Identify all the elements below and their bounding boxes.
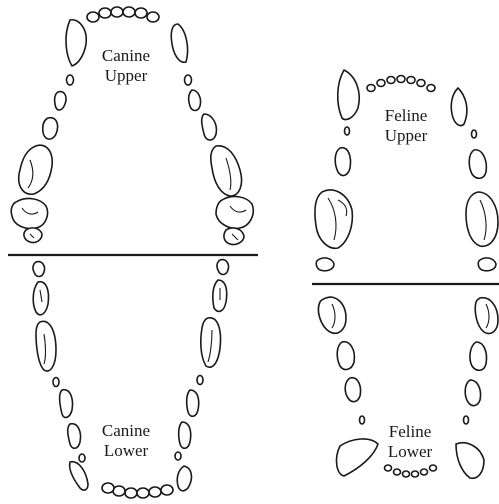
feline-upper-incisor bbox=[387, 77, 395, 84]
feline-lower-incisor bbox=[412, 471, 419, 477]
canine-lower-molar bbox=[217, 260, 229, 275]
canine-upper-premolar bbox=[189, 90, 201, 111]
feline-upper-arch bbox=[315, 70, 498, 271]
feline-upper-incisor bbox=[377, 80, 385, 87]
canine-upper-incisor bbox=[147, 12, 159, 22]
feline-upper-incisor bbox=[397, 76, 405, 83]
canine-upper-premolar bbox=[202, 114, 217, 140]
feline-lower-premolar bbox=[345, 378, 360, 402]
feline-upper-canine bbox=[451, 88, 467, 126]
label-species: Canine bbox=[94, 421, 158, 441]
canine-lower-premolar bbox=[79, 454, 85, 462]
label-canine-upper: Canine Upper bbox=[94, 46, 158, 86]
canine-lower-premolar bbox=[175, 452, 181, 460]
feline-lower-incisor bbox=[403, 471, 410, 477]
label-feline-lower: Feline Lower bbox=[380, 422, 440, 462]
feline-upper-premolar bbox=[469, 150, 486, 178]
canine-upper-premolar bbox=[67, 75, 74, 85]
canine-lower-premolar bbox=[53, 378, 59, 387]
canine-lower-premolar bbox=[187, 390, 199, 416]
feline-lower-incisor bbox=[385, 465, 392, 471]
feline-upper-incisor bbox=[407, 77, 415, 84]
label-species: Canine bbox=[94, 46, 158, 66]
feline-lower-canine bbox=[456, 443, 484, 479]
feline-lower-incisor bbox=[430, 465, 437, 471]
canine-upper-molar bbox=[211, 146, 242, 196]
feline-upper-incisor bbox=[367, 85, 375, 92]
canine-upper-molar bbox=[24, 228, 42, 243]
canine-lower-incisor bbox=[113, 486, 125, 496]
canine-upper-premolar bbox=[185, 75, 192, 85]
canine-lower-premolar bbox=[197, 376, 203, 385]
canine-lower-premolar bbox=[60, 390, 73, 418]
canine-upper-arch bbox=[11, 7, 253, 245]
canine-upper-canine bbox=[66, 20, 86, 66]
canine-lower-incisor bbox=[125, 488, 137, 498]
canine-upper-molar bbox=[216, 197, 253, 229]
feline-upper-premolar bbox=[472, 130, 477, 138]
canine-upper-incisor bbox=[111, 7, 123, 17]
canine-upper-molar bbox=[19, 145, 52, 194]
feline-upper-canine bbox=[338, 70, 360, 120]
label-canine-lower: Canine Lower bbox=[94, 421, 158, 461]
feline-lower-premolar bbox=[337, 342, 354, 370]
feline-lower-canine bbox=[337, 439, 378, 476]
feline-lower-premolar bbox=[464, 416, 469, 424]
canine-lower-incisor bbox=[102, 483, 114, 493]
feline-upper-molar bbox=[466, 192, 498, 246]
canine-lower-canine bbox=[177, 466, 191, 491]
feline-upper-premolar bbox=[335, 148, 350, 176]
canine-lower-molar bbox=[33, 262, 45, 277]
label-jaw: Lower bbox=[380, 442, 440, 462]
label-jaw: Upper bbox=[94, 66, 158, 86]
label-jaw: Lower bbox=[94, 441, 158, 461]
canine-lower-premolar bbox=[179, 422, 191, 448]
label-feline-upper: Feline Upper bbox=[376, 106, 436, 146]
canine-upper-incisor bbox=[135, 8, 147, 18]
label-species: Feline bbox=[376, 106, 436, 126]
canine-upper-canine bbox=[171, 24, 187, 62]
canine-upper-premolar bbox=[43, 118, 58, 139]
feline-lower-premolar bbox=[465, 380, 480, 406]
feline-lower-incisor bbox=[394, 469, 401, 475]
feline-upper-incisor bbox=[417, 80, 425, 87]
canine-lower-canine bbox=[70, 462, 88, 490]
canine-lower-incisor bbox=[137, 488, 149, 498]
feline-lower-premolar bbox=[360, 416, 365, 424]
canine-lower-arch bbox=[33, 260, 229, 498]
canine-lower-premolar bbox=[68, 424, 81, 449]
canine-lower-incisor bbox=[149, 487, 161, 497]
feline-upper-premolar bbox=[345, 127, 350, 135]
label-jaw: Upper bbox=[376, 126, 436, 146]
canine-upper-incisor bbox=[123, 7, 135, 17]
label-species: Feline bbox=[380, 422, 440, 442]
canine-upper-incisor bbox=[87, 12, 99, 22]
feline-upper-molar bbox=[478, 258, 496, 271]
feline-lower-molar bbox=[475, 298, 498, 334]
feline-lower-premolar bbox=[470, 342, 487, 370]
feline-lower-incisor bbox=[421, 469, 428, 475]
canine-lower-incisor bbox=[161, 485, 173, 495]
feline-upper-incisor bbox=[427, 85, 435, 92]
canine-upper-incisor bbox=[99, 8, 111, 18]
canine-lower-molar bbox=[201, 318, 221, 367]
feline-upper-molar bbox=[316, 258, 334, 271]
canine-upper-premolar bbox=[55, 92, 66, 110]
